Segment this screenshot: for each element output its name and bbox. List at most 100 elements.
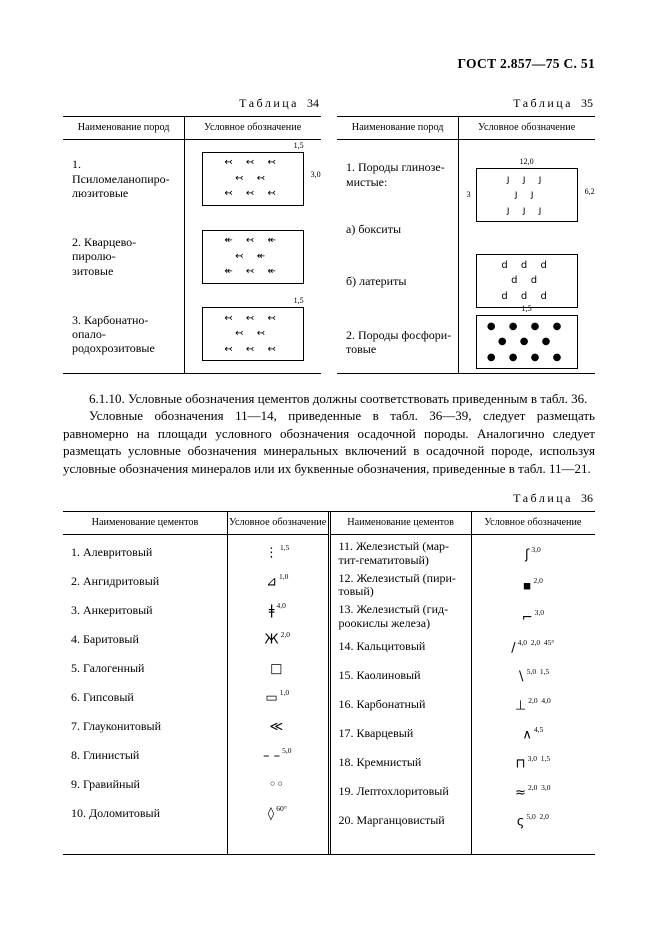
cement-symbol: ⊿1,0	[227, 572, 328, 590]
cement-symbol-glyph: ◦◦	[268, 777, 284, 793]
dimension-label: 4,0 2,0 45°	[517, 638, 555, 648]
dimension-label: 1,0	[279, 572, 289, 582]
dimension-label: 12,0	[519, 157, 534, 167]
caption-word: Таблица	[513, 96, 573, 110]
cement-symbol: – –5,0	[227, 746, 328, 764]
table-rows: 1. Породы глинозе- мистые: а) бокситы 12…	[337, 140, 595, 373]
cement-row: 12. Железистый (пири- товый) ▪2,0	[331, 570, 596, 602]
column-header: Наименование пород	[351, 122, 444, 133]
column-header: Условное обозначение	[203, 122, 302, 133]
cement-row: 8. Глинистый – –5,0	[63, 741, 328, 770]
pattern-line: ↢ ↢ ↢	[224, 188, 281, 200]
cement-row: 2. Ангидритовый ⊿1,0	[63, 567, 328, 596]
dimension-label: 60°	[276, 804, 287, 814]
cement-symbol: ▪2,0	[471, 576, 595, 594]
table-header-row: Наименование пород Условное обозначение	[63, 117, 321, 140]
pattern-line: ȷ ȷ ȷ	[506, 204, 547, 216]
pattern-line: d d d	[501, 259, 552, 271]
cement-symbol-glyph: ∖	[516, 669, 525, 685]
dimension-label: 2,0 4,0	[528, 696, 551, 706]
cement-symbol: ⌐3,0	[471, 608, 595, 626]
dimension-label: 1,5	[293, 296, 304, 306]
dimension-label: 2,0 3,0	[528, 783, 551, 793]
cement-name: 11. Железистый (мар- тит-гематитовый)	[338, 539, 450, 567]
cement-symbol-glyph: – –	[262, 748, 281, 764]
cement-row: 7. Глауконитовый ≪	[63, 712, 328, 741]
cement-name: 1. Алевритовый	[71, 544, 153, 559]
cement-name: 5. Галогенный	[71, 660, 145, 675]
cement-name: 2. Ангидритовый	[71, 573, 160, 588]
rock-row: 3. Карбонатно-опало- родохрозитовые 1,5 …	[63, 295, 321, 373]
cement-symbol: ∧4,5	[471, 725, 595, 743]
pattern-line: ȷ ȷ	[514, 189, 539, 201]
pattern-line: ↞ ↢ ↞	[224, 266, 281, 277]
bauxite-symbol-box: ȷ ȷ ȷ ȷ ȷ ȷ ȷ ȷ	[475, 168, 578, 223]
quartz-pyrolusite-symbol-box: ↞ ↢ ↞ ↢ ↞ ↞ ↢ ↞	[201, 229, 304, 284]
pattern-line: d d	[511, 275, 543, 286]
dimension-label: 1,5	[293, 140, 304, 150]
cement-symbol-glyph: ʃ	[524, 546, 530, 562]
phosphorite-symbol-box: ● ● ● ● ● ● ● ● ● ● ●	[475, 315, 578, 370]
dimension-label: 3	[466, 189, 471, 199]
paragraph-continuation: Условные обозначения 11—14, приведенные …	[63, 408, 595, 476]
laterite-symbol-box: d d d d d d d d	[475, 254, 578, 308]
caption-number: 36	[581, 491, 593, 506]
cement-name: 17. Кварцевый	[338, 726, 414, 741]
cement-name: 6. Гипсовый	[71, 689, 134, 704]
column-header: Наименование цементов	[91, 517, 199, 529]
dimension-label: 5,0 1,5	[526, 667, 550, 677]
cement-symbol-glyph: ⊥	[514, 698, 527, 714]
cement-symbol: ≪	[227, 717, 328, 735]
pattern-line: ↞ ↢ ↞	[224, 235, 281, 246]
caption-word: Таблица	[513, 491, 573, 506]
cement-symbol-glyph: ⌐	[521, 610, 533, 626]
rock-name: 1. Породы глинозе- мистые: а) бокситы	[337, 140, 458, 250]
column-header: Условное обозначение	[484, 517, 582, 529]
cement-symbol: ∕4,0 2,0 45°	[471, 638, 595, 656]
cement-name: 8. Глинистый	[71, 747, 140, 762]
rock-row: 1. Псиломеланопиро- люзитовые 1,5 3,0 ↢ …	[63, 140, 321, 218]
cement-name: 13. Железистый (гид- роокислы железа)	[338, 602, 449, 631]
rock-name: 3. Карбонатно-опало- родохрозитовые	[72, 312, 155, 356]
rock-name: 2. Породы фосфори- товые	[346, 327, 452, 357]
section-text: 6.1.10. Условные обозначения цементов до…	[63, 390, 595, 477]
dimension-label: 6,2	[584, 186, 595, 196]
caption-number: 34	[307, 96, 319, 110]
cement-symbol: □	[227, 659, 328, 677]
dimension-label: 3,0	[531, 544, 541, 554]
cement-row: 17. Кварцевый ∧4,5	[331, 720, 596, 749]
cement-symbol-glyph: Ж	[264, 632, 279, 648]
cement-name: 16. Карбонатный	[338, 697, 426, 712]
cement-symbol-glyph: ▭	[265, 690, 278, 706]
cement-name: 14. Кальцитовый	[338, 639, 426, 654]
cement-symbol-glyph: ς	[516, 814, 525, 830]
table-35-grid: Наименование пород Условное обозначение …	[337, 116, 595, 374]
cement-row: 15. Каолиновый ∖5,0 1,5	[331, 662, 596, 691]
cement-symbol: ≈2,0 3,0	[471, 783, 595, 801]
table-caption: Таблица 36	[63, 491, 593, 506]
cement-row: 6. Гипсовый ▭1,0	[63, 683, 328, 712]
table-34-grid: Наименование пород Условное обозначение …	[63, 116, 321, 374]
rock-row: 1. Породы глинозе- мистые: а) бокситы 12…	[337, 140, 595, 250]
cement-name: 19. Лептохлоритовый	[338, 784, 449, 799]
cement-symbol-glyph: ≈	[515, 785, 527, 801]
rock-name: б) латериты	[346, 273, 407, 288]
page-header: ГОСТ 2.857—75 С. 51	[457, 56, 595, 71]
cement-row: 19. Лептохлоритовый ≈2,0 3,0	[331, 778, 596, 807]
cement-symbol: ⋮1,5	[227, 543, 328, 561]
dimension-label: 1,5	[521, 304, 532, 314]
cement-symbol-glyph: □	[270, 661, 283, 677]
cement-row: 10. Доломитовый ◊60°	[63, 799, 328, 828]
rock-name: 1. Псиломеланопиро- люзитовые	[72, 157, 170, 201]
table-caption: Таблица 35	[337, 96, 593, 111]
caption-number: 35	[581, 96, 593, 110]
dimension-label: 2,0	[533, 576, 543, 586]
pattern-line: ↢ ↢	[235, 172, 271, 184]
cement-symbol: ∖5,0 1,5	[471, 667, 595, 685]
table-35: Таблица 35 Наименование пород Условное об…	[337, 96, 595, 374]
